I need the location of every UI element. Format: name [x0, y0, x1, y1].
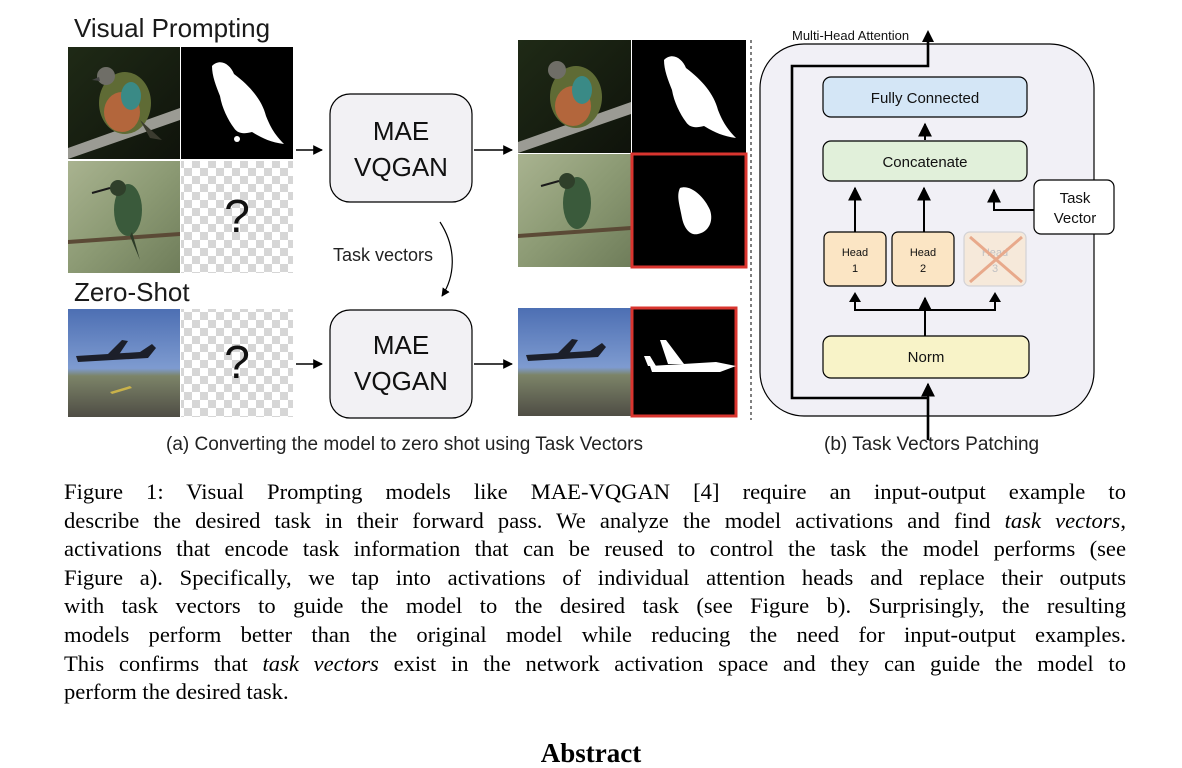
zero-shot-output-image: [518, 308, 631, 416]
svg-text:Fully Connected: Fully Connected: [871, 90, 979, 107]
query-mark: ?: [224, 190, 250, 242]
zero-shot-query-mark: ?: [224, 336, 250, 388]
query-image-hummingbird: [68, 161, 180, 273]
caption-line: perform the desired task.: [64, 679, 289, 705]
mae-vqgan-block-top: MAE VQGAN: [329, 93, 473, 203]
example-output-mask: [181, 47, 293, 159]
zero-shot-predicted-mask: [630, 306, 738, 418]
caption-line: models perform better than the original …: [64, 621, 1126, 647]
figure: Visual Prompting ? MAE VQGAN Task ve: [68, 13, 1115, 455]
query-output-placeholder: ?: [181, 161, 293, 273]
svg-text:MAE: MAE: [373, 116, 429, 146]
svg-text:MAE: MAE: [373, 330, 429, 360]
caption-line: activations that encode task information…: [64, 536, 1126, 562]
fully-connected-block: Fully Connected: [822, 76, 1028, 118]
output-predicted-mask: [630, 152, 748, 269]
caption-line: This confirms that task vectors exist in…: [64, 650, 1126, 676]
concatenate-block: Concatenate: [822, 140, 1028, 182]
multi-head-attention-label: Multi-Head Attention: [792, 28, 909, 43]
task-vector-box: Task Vector: [1033, 179, 1115, 235]
caption-line: with task vectors to guide the model to …: [64, 593, 1126, 619]
mae-vqgan-block-bottom: MAE VQGAN: [329, 309, 473, 419]
section-heading: Abstract: [540, 738, 642, 768]
svg-text:2: 2: [920, 263, 926, 275]
task-vectors-arrow: [439, 221, 453, 297]
svg-text:VQGAN: VQGAN: [354, 152, 448, 182]
figure-caption: Figure 1: Visual Prompting models like M…: [64, 478, 1126, 707]
norm-block: Norm: [822, 335, 1030, 379]
svg-text:3: 3: [992, 263, 998, 275]
head-2-block: Head 2: [891, 231, 955, 287]
subcaption-b: (b) Task Vectors Patching: [824, 434, 1039, 455]
subcaption-a: (a) Converting the model to zero shot us…: [166, 434, 643, 455]
caption-line: Figure a). Specifically, we tap into act…: [64, 564, 1126, 590]
zero-shot-input-image: [68, 309, 180, 417]
output-example-mask: [632, 40, 746, 153]
caption-line: Figure 1: Visual Prompting models like M…: [64, 479, 1126, 504]
svg-text:Vector: Vector: [1054, 210, 1097, 227]
task-vectors-label: Task vectors: [333, 245, 433, 265]
svg-text:Concatenate: Concatenate: [882, 154, 967, 171]
example-input-image: [68, 47, 180, 159]
svg-text:VQGAN: VQGAN: [354, 366, 448, 396]
svg-text:Task: Task: [1060, 190, 1091, 207]
output-example-image: [518, 40, 631, 153]
output-query-image: [518, 154, 631, 267]
svg-text:1: 1: [852, 263, 858, 275]
visual-prompting-title: Visual Prompting: [74, 13, 270, 43]
svg-text:Head: Head: [842, 247, 868, 259]
cross-icon: [969, 235, 1023, 284]
zero-shot-title: Zero-Shot: [74, 277, 190, 307]
zero-shot-output-placeholder: ?: [181, 309, 293, 417]
head-1-block: Head 1: [823, 231, 887, 287]
caption-line: describe the desired task in their forwa…: [64, 507, 1127, 533]
svg-text:Head: Head: [910, 247, 936, 259]
svg-text:Norm: Norm: [908, 349, 945, 366]
